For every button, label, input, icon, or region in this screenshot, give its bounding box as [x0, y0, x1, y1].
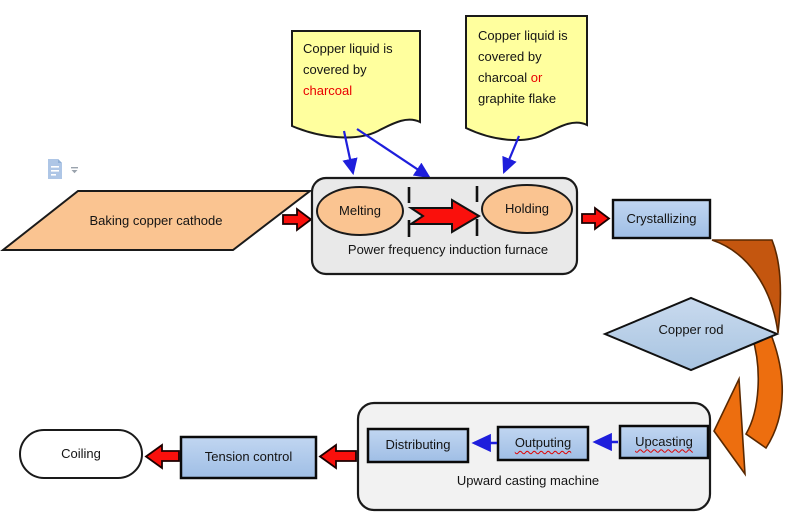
curved-arrow-down-2-band[interactable]	[744, 331, 784, 450]
tension-control-shape[interactable]	[179, 435, 318, 480]
arrow-baking-to-furnace[interactable]	[282, 207, 313, 232]
note2-line4: graphite flake	[478, 91, 557, 106]
melting-label: Melting	[339, 202, 381, 218]
furnace-label: Power frequency induction furnace	[347, 242, 549, 258]
upward-casting-machine-label: Upward casting machine	[456, 473, 600, 489]
note-shape-charcoal[interactable]	[291, 30, 421, 139]
note1-line2: covered by	[303, 62, 367, 77]
note1-connector-arrow-left[interactable]	[342, 130, 358, 176]
coiling-label: Coiling	[61, 445, 101, 461]
holding-label: Holding	[504, 200, 550, 216]
holding-shape[interactable]	[481, 184, 573, 234]
note-shape-charcoal-or-graphite[interactable]	[465, 15, 588, 142]
note2-connector-arrow[interactable]	[502, 135, 521, 175]
note1-connector-arrow-right[interactable]	[356, 128, 431, 179]
curved-arrow-down-1[interactable]	[711, 239, 782, 334]
baking-copper-cathode-label: Baking copper cathode	[89, 212, 223, 228]
distributing-shape[interactable]	[366, 427, 470, 464]
furnace-divider-bars	[407, 186, 479, 237]
note2-line1: Copper liquid is	[478, 28, 568, 43]
arrow-melting-to-holding[interactable]	[407, 198, 481, 234]
upcasting-shape[interactable]	[618, 424, 710, 460]
outputing-label: Outputing	[514, 435, 572, 451]
arrow-furnace-to-crystallizing[interactable]	[581, 206, 611, 231]
coiling-shape[interactable]	[19, 429, 143, 479]
curved-arrow-down-2-head[interactable]	[713, 375, 746, 477]
arrow-tension-to-coiling[interactable]	[144, 443, 180, 470]
crystallizing-shape[interactable]	[611, 198, 712, 240]
arrow-machine-to-tension[interactable]	[318, 443, 357, 470]
crystallizing-label: Crystallizing	[626, 210, 697, 226]
tension-control-label: Tension control	[204, 449, 293, 465]
outputing-shape[interactable]	[496, 425, 590, 462]
note-charcoal-text: Copper liquid is covered by charcoal	[303, 38, 393, 101]
melting-shape[interactable]	[316, 186, 404, 236]
note2-line2: covered by	[478, 49, 542, 64]
upcasting-label: Upcasting	[635, 433, 693, 449]
distributing-label: Distributing	[385, 437, 451, 453]
note1-line1: Copper liquid is	[303, 41, 393, 56]
copper-rod-shape[interactable]	[602, 296, 780, 372]
paste-options-icon[interactable]	[45, 158, 81, 182]
note1-line3: charcoal	[303, 83, 353, 98]
note2-line3: charcoal or	[478, 70, 543, 85]
copper-rod-label: Copper rod	[658, 321, 724, 337]
note-charcoal-or-graphite-text: Copper liquid is covered by charcoal or …	[478, 25, 568, 109]
baking-copper-cathode-shape[interactable]	[0, 190, 313, 251]
